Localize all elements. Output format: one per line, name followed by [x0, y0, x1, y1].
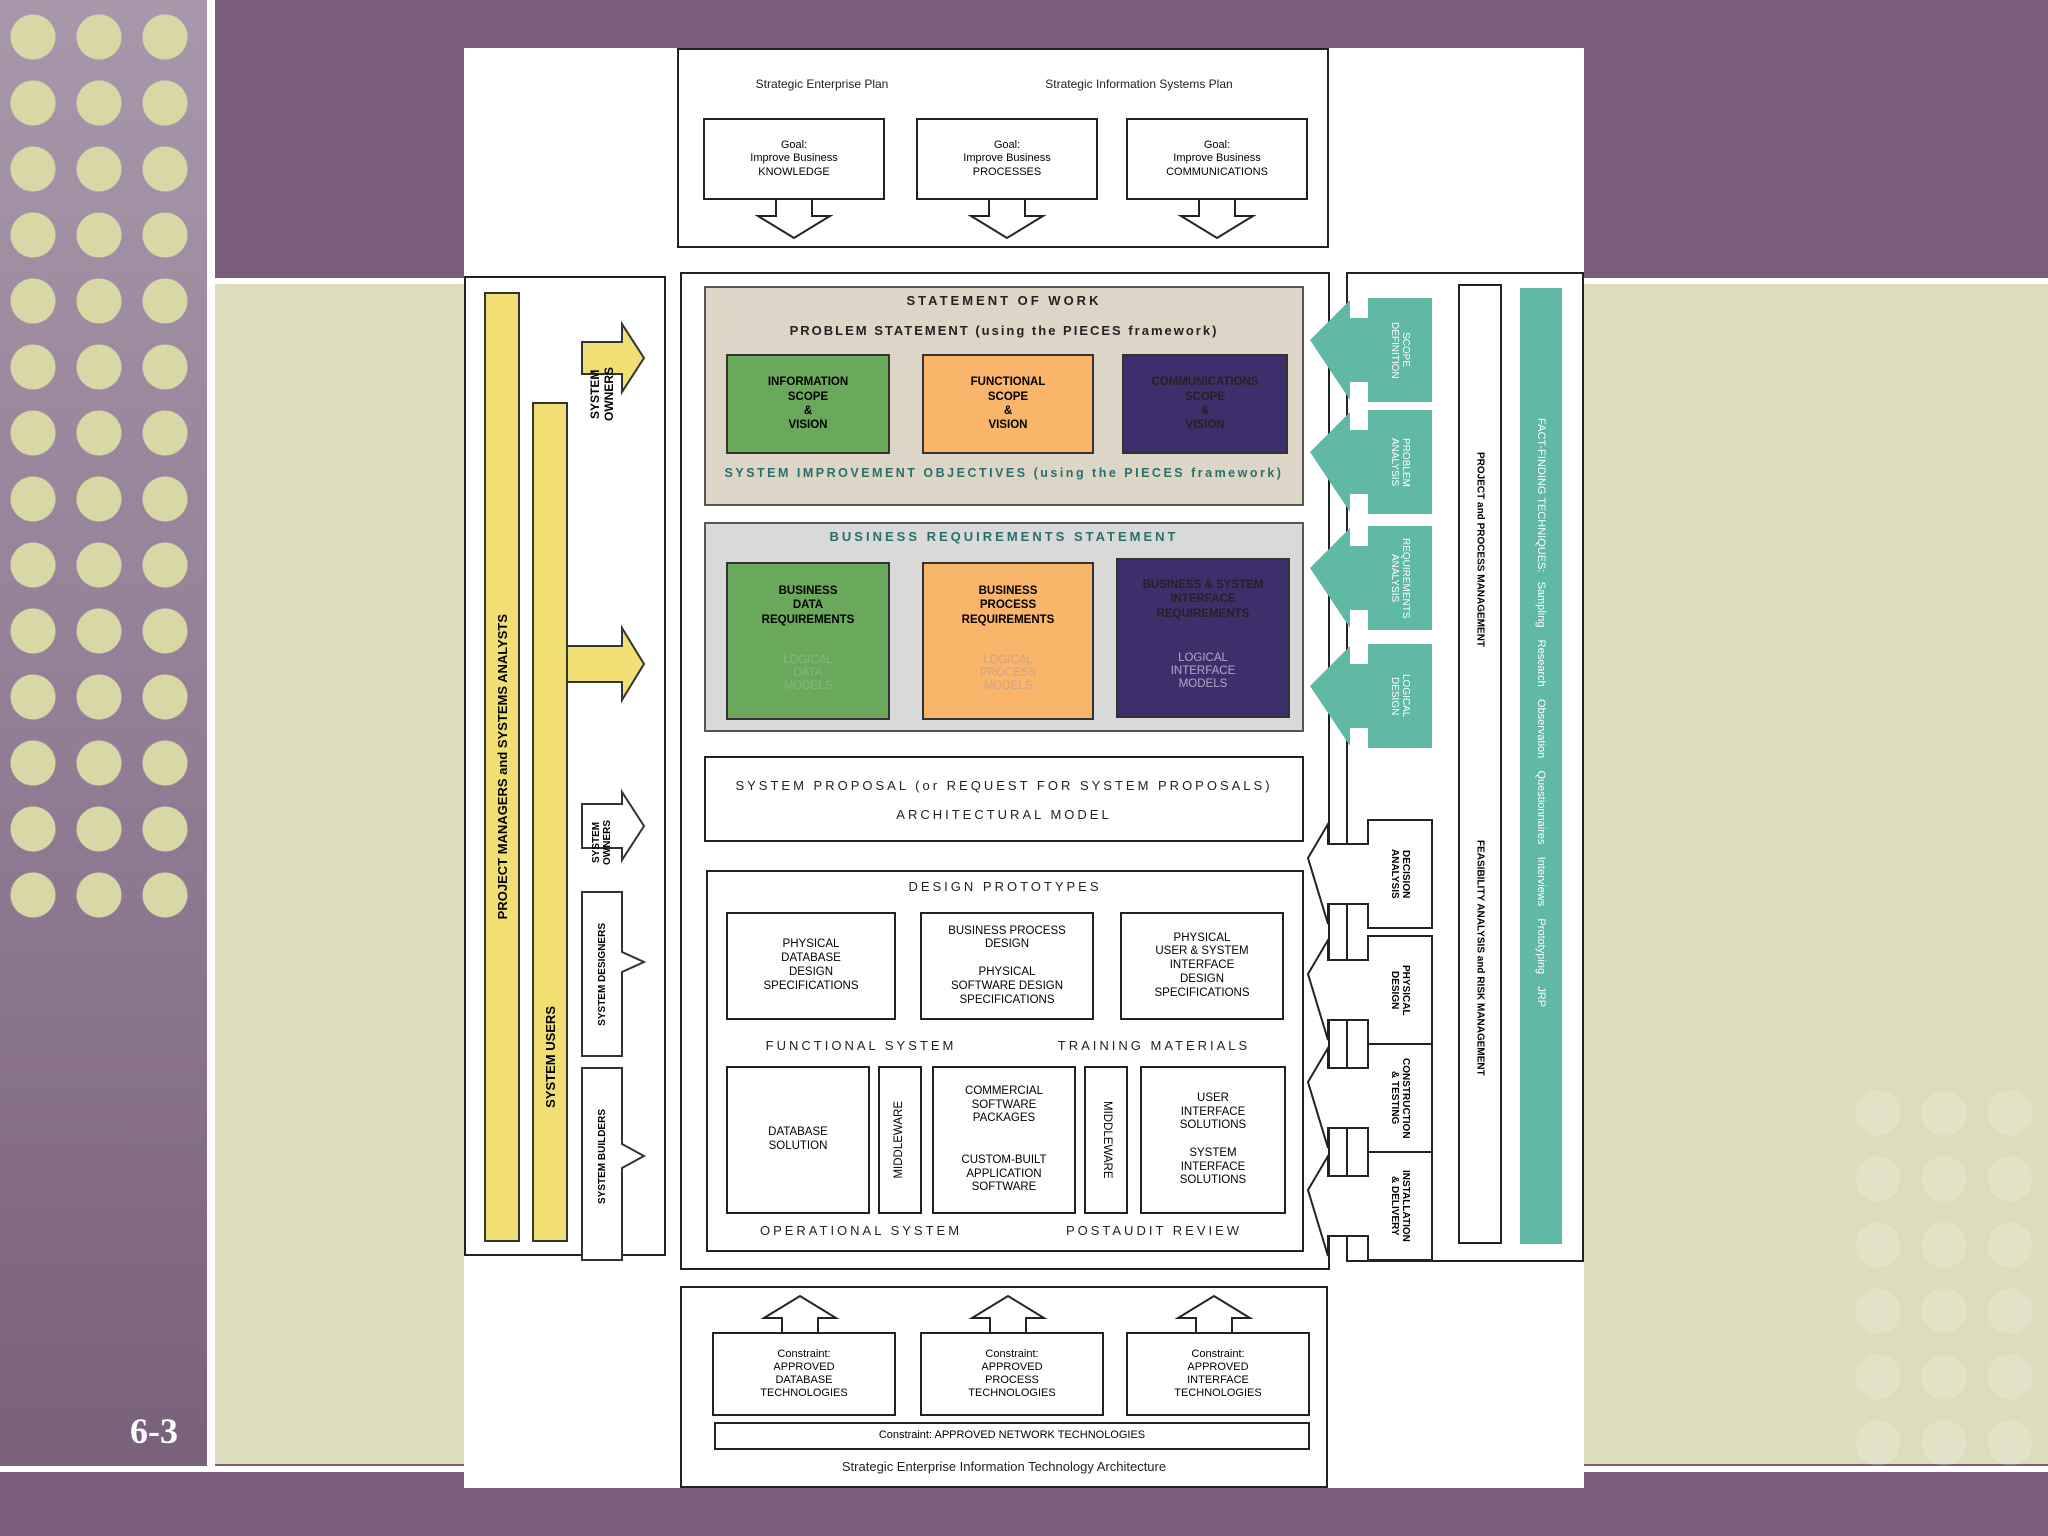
interface-solutions-box: USER INTERFACE SOLUTIONS SYSTEM INTERFAC…: [1140, 1066, 1286, 1214]
phase-label: PROBLEM ANALYSIS: [1389, 437, 1411, 487]
decorative-dots: [0, 0, 207, 930]
physical-database-design: PHYSICAL DATABASE DESIGN SPECIFICATIONS: [726, 912, 896, 1020]
system-owners-tag: SYSTEM OWNERS: [584, 804, 620, 880]
constraint-process: Constraint: APPROVED PROCESS TECHNOLOGIE…: [920, 1332, 1104, 1416]
phase-arrows: [1306, 298, 1433, 1261]
middleware-label: MIDDLEWARE: [1100, 1101, 1113, 1179]
training-materials-label: TRAINING MATERIALS: [1057, 1038, 1251, 1053]
software-packages-box: COMMERCIAL SOFTWARE PACKAGES CUSTOM-BUIL…: [932, 1066, 1076, 1214]
phase-label: PHYSICAL DESIGN: [1389, 964, 1411, 1016]
phase-label: INSTALLATION & DELIVERY: [1389, 1170, 1411, 1242]
problem-statement: PROBLEM STATEMENT (using the PIECES fram…: [789, 323, 1219, 338]
fact-finding-label: FACT-FINDING TECHNIQUES: Sampling Resear…: [1535, 418, 1547, 1008]
phase-installation-delivery: INSTALLATION & DELIVERY: [1368, 1152, 1432, 1260]
phase-label: DECISION ANALYSIS: [1389, 849, 1411, 899]
brs-title: BUSINESS REQUIREMENTS STATEMENT: [829, 529, 1179, 544]
phase-label: CONSTRUCTION & TESTING: [1389, 1057, 1411, 1139]
phase-label: LOGICAL DESIGN: [1389, 674, 1411, 718]
pm-analysts-bar: PROJECT MANAGERS and SYSTEMS ANALYSTS: [484, 292, 520, 1242]
phase-problem-analysis: PROBLEM ANALYSIS: [1368, 410, 1432, 514]
constraint-interface: Constraint: APPROVED INTERFACE TECHNOLOG…: [1126, 1332, 1310, 1416]
enterprise-plan-label: Strategic Enterprise Plan: [755, 77, 889, 91]
operational-system-label: OPERATIONAL SYSTEM: [759, 1223, 963, 1238]
down-arrows: [754, 200, 1257, 240]
phase-construction-testing: CONSTRUCTION & TESTING: [1368, 1044, 1432, 1152]
management-bar: PROJECT and PROCESS MANAGEMENT FEASIBILI…: [1458, 284, 1502, 1244]
system-builders-tag: SYSTEM BUILDERS: [584, 1072, 620, 1242]
decorative-dots: [1845, 1080, 2048, 1536]
phase-scope-definition: SCOPE DEFINITION: [1368, 298, 1432, 402]
design-section: [706, 870, 1304, 1252]
diagram: Strategic Enterprise Plan Strategic Info…: [464, 48, 1584, 1488]
slide-number: 6-3: [130, 1411, 178, 1451]
database-solution: DATABASE SOLUTION: [726, 1066, 870, 1214]
business-data-requirements: BUSINESS DATA REQUIREMENTS: [726, 562, 890, 720]
system-designers-label: SYSTEM DESIGNERS: [596, 922, 608, 1026]
business-process-requirements: BUSINESS PROCESS REQUIREMENTS: [922, 562, 1094, 720]
up-arrows: [760, 1294, 1254, 1332]
software-design: BUSINESS PROCESS DESIGN PHYSICAL SOFTWAR…: [920, 912, 1094, 1020]
functional-system-label: FUNCTIONAL SYSTEM: [765, 1038, 957, 1053]
phase-requirements-analysis: REQUIREMENTS ANALYSIS: [1368, 526, 1432, 630]
goal-box: Goal: Improve Business KNOWLEDGE: [703, 118, 885, 200]
functional-scope-box: FUNCTIONAL SCOPE & VISION: [922, 354, 1094, 454]
sow-title: STATEMENT OF WORK: [906, 293, 1102, 308]
postaudit-label: POSTAUDIT REVIEW: [1065, 1223, 1243, 1238]
constraint-network: Constraint: APPROVED NETWORK TECHNOLOGIE…: [714, 1422, 1310, 1450]
communications-scope-box: COMMUNICATIONS SCOPE & VISION: [1122, 354, 1288, 454]
logical-interface-models: LOGICAL INTERFACE MODELS: [1170, 652, 1236, 691]
logical-data-models: LOGICAL DATA MODELS: [783, 654, 833, 693]
divider: [207, 0, 215, 1470]
ppm-label: PROJECT and PROCESS MANAGEMENT: [1474, 452, 1486, 648]
goal-box: Goal: Improve Business COMMUNICATIONS: [1126, 118, 1308, 200]
improvement-objectives: SYSTEM IMPROVEMENT OBJECTIVES (using the…: [724, 466, 1284, 480]
phase-logical-design: LOGICAL DESIGN: [1368, 644, 1432, 748]
goal-box: Goal: Improve Business PROCESSES: [916, 118, 1098, 200]
system-proposal: [704, 756, 1304, 842]
constraint-database: Constraint: APPROVED DATABASE TECHNOLOGI…: [712, 1332, 896, 1416]
phase-label: SCOPE DEFINITION: [1389, 321, 1411, 379]
phase-decision-analysis: DECISION ANALYSIS: [1368, 820, 1432, 928]
architecture-label: Strategic Enterprise Information Technol…: [841, 1459, 1167, 1474]
system-builders-label: SYSTEM BUILDERS: [596, 1109, 608, 1205]
fact-finding-bar: FACT-FINDING TECHNIQUES: Sampling Resear…: [1520, 288, 1562, 1244]
logical-process-models: LOGICAL PROCESS MODELS: [979, 654, 1037, 693]
middleware-box: MIDDLEWARE: [1084, 1066, 1128, 1214]
stakeholder-arrows: [568, 320, 647, 1261]
feasibility-label: FEASIBILITY ANALYSIS and RISK MANAGEMENT: [1474, 839, 1486, 1076]
middleware-label: MIDDLEWARE: [893, 1101, 906, 1179]
system-owners-tag: SYSTEM OWNERS: [584, 344, 620, 444]
architectural-model: ARCHITECTURAL MODEL: [896, 807, 1112, 822]
system-designers-tag: SYSTEM DESIGNERS: [584, 894, 620, 1054]
phase-physical-design: PHYSICAL DESIGN: [1368, 936, 1432, 1044]
middleware-box: MIDDLEWARE: [878, 1066, 922, 1214]
is-plan-label: Strategic Information Systems Plan: [1045, 77, 1233, 91]
design-prototypes-title: DESIGN PROTOTYPES: [908, 879, 1102, 894]
system-users-bar: SYSTEM USERS: [532, 402, 568, 1242]
information-scope-box: INFORMATION SCOPE & VISION: [726, 354, 890, 454]
interface-requirements: BUSINESS & SYSTEM INTERFACE REQUIREMENTS: [1116, 558, 1290, 718]
system-owners-label: SYSTEM OWNERS: [588, 367, 616, 421]
proposal-title: SYSTEM PROPOSAL (or REQUEST FOR SYSTEM P…: [735, 778, 1273, 793]
system-owners-label: SYSTEM OWNERS: [591, 819, 613, 865]
interface-design: PHYSICAL USER & SYSTEM INTERFACE DESIGN …: [1120, 912, 1284, 1020]
phase-label: REQUIREMENTS ANALYSIS: [1389, 537, 1411, 619]
